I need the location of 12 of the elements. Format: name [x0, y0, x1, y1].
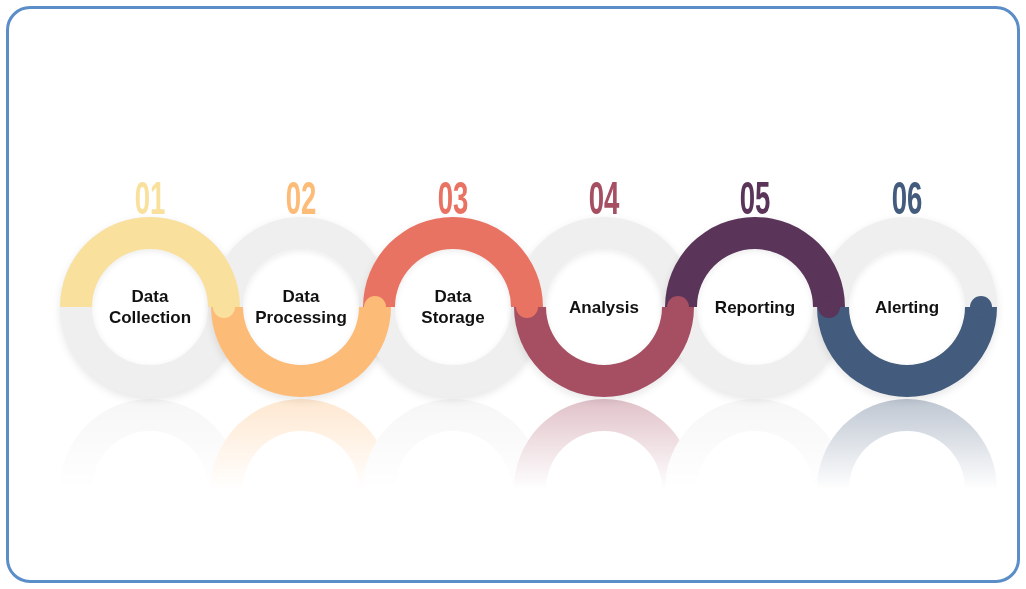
- step-label: Reporting: [714, 296, 796, 318]
- step-number: 04: [588, 179, 620, 217]
- step-number: 01: [134, 179, 166, 217]
- step-label: Data Storage: [421, 286, 485, 328]
- step-label: Data Processing: [255, 286, 347, 328]
- step-label: Analysis: [569, 296, 639, 318]
- step-number: 05: [739, 179, 771, 217]
- step-label: Alerting: [874, 296, 940, 318]
- step-number: 03: [437, 179, 469, 217]
- step-number: 02: [285, 179, 317, 217]
- step-label: Data Collection: [108, 286, 192, 328]
- step-number: 06: [891, 179, 923, 217]
